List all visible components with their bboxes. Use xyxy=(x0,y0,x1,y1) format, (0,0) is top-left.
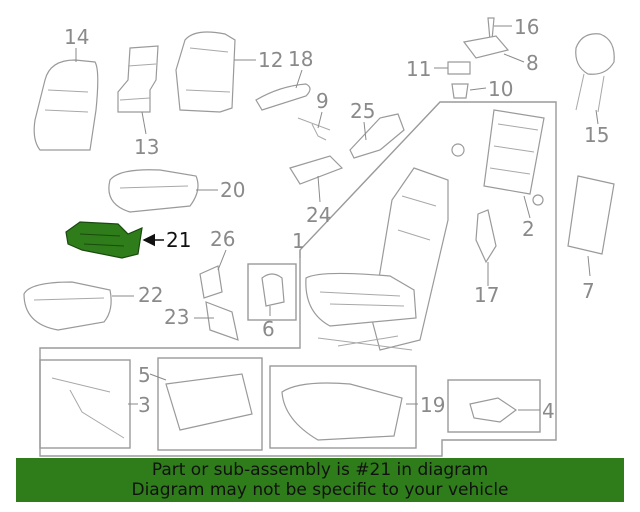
part-2-back-panel xyxy=(451,109,545,206)
callout-25: 25 xyxy=(350,99,375,123)
part-23-side-panel xyxy=(205,301,239,341)
subframe-19 xyxy=(269,365,417,449)
part-5-rail xyxy=(165,373,253,431)
part-1-seat-frame xyxy=(305,167,449,351)
part-9-link xyxy=(297,117,331,141)
part-17-harness xyxy=(475,209,497,264)
subframe-6 xyxy=(247,263,297,321)
callout-4: 4 xyxy=(542,399,555,423)
callout-8: 8 xyxy=(526,51,539,75)
callout-1: 1 xyxy=(292,229,305,253)
part-11-cap xyxy=(447,61,471,75)
callout-22: 22 xyxy=(138,283,163,307)
part-25-side-trim xyxy=(349,113,405,159)
callout-5: 5 xyxy=(138,363,151,387)
assembly-frame-1 xyxy=(39,101,557,457)
banner-line-1: Part or sub-assembly is #21 in diagram xyxy=(151,460,489,480)
callout-2: 2 xyxy=(522,217,535,241)
callout-24: 24 xyxy=(306,203,331,227)
part-4-actuator xyxy=(469,397,518,423)
part-10-guide-lower xyxy=(451,83,469,99)
callout-20: 20 xyxy=(220,178,245,202)
callout-9: 9 xyxy=(316,89,329,113)
subframe-3 xyxy=(39,359,131,449)
part-18-armrest xyxy=(255,83,311,111)
subframe-5 xyxy=(157,357,263,451)
callout-17: 17 xyxy=(474,283,499,307)
callout-26: 26 xyxy=(210,227,235,251)
callout-21[interactable]: 21 xyxy=(166,228,191,252)
leader-lines xyxy=(75,25,599,411)
callout-3: 3 xyxy=(138,393,151,417)
part-15-headrest xyxy=(575,33,615,113)
part-22-cushion-foam xyxy=(23,281,112,331)
callout-6: 6 xyxy=(262,317,275,341)
part-7-back-trim xyxy=(567,175,615,255)
callout-14: 14 xyxy=(64,25,89,49)
part-26-clip xyxy=(199,265,223,299)
callout-7: 7 xyxy=(582,279,595,303)
callout-15: 15 xyxy=(584,123,609,147)
part-3-recliner xyxy=(51,377,125,439)
part-24-bracket xyxy=(289,155,344,185)
part-12-seatback-shell xyxy=(175,31,236,113)
callout-23: 23 xyxy=(164,305,189,329)
info-banner: Part or sub-assembly is #21 in diagram D… xyxy=(16,458,624,502)
callout-13: 13 xyxy=(134,135,159,159)
part-20-cushion-cover xyxy=(108,169,199,213)
part-21-cushion-pad-highlighted[interactable] xyxy=(65,221,143,259)
banner-line-2: Diagram may not be specific to your vehi… xyxy=(131,480,509,500)
seat-parts-diagram: 14 13 12 18 9 25 24 20 21 26 1 22 23 6 2… xyxy=(23,15,615,457)
callout-16: 16 xyxy=(514,15,539,39)
callout-11: 11 xyxy=(406,57,431,81)
part-6-latch xyxy=(261,273,285,307)
part-19-cushion-frame xyxy=(281,382,403,441)
subframe-4 xyxy=(447,379,541,433)
part-14-seatback-cover xyxy=(33,59,99,151)
callout-18: 18 xyxy=(288,47,313,71)
part-13-back-pad xyxy=(117,45,159,113)
part-8-guide xyxy=(462,35,510,59)
callout-10: 10 xyxy=(488,77,513,101)
callout-12: 12 xyxy=(258,48,283,72)
callout-19: 19 xyxy=(420,393,445,417)
